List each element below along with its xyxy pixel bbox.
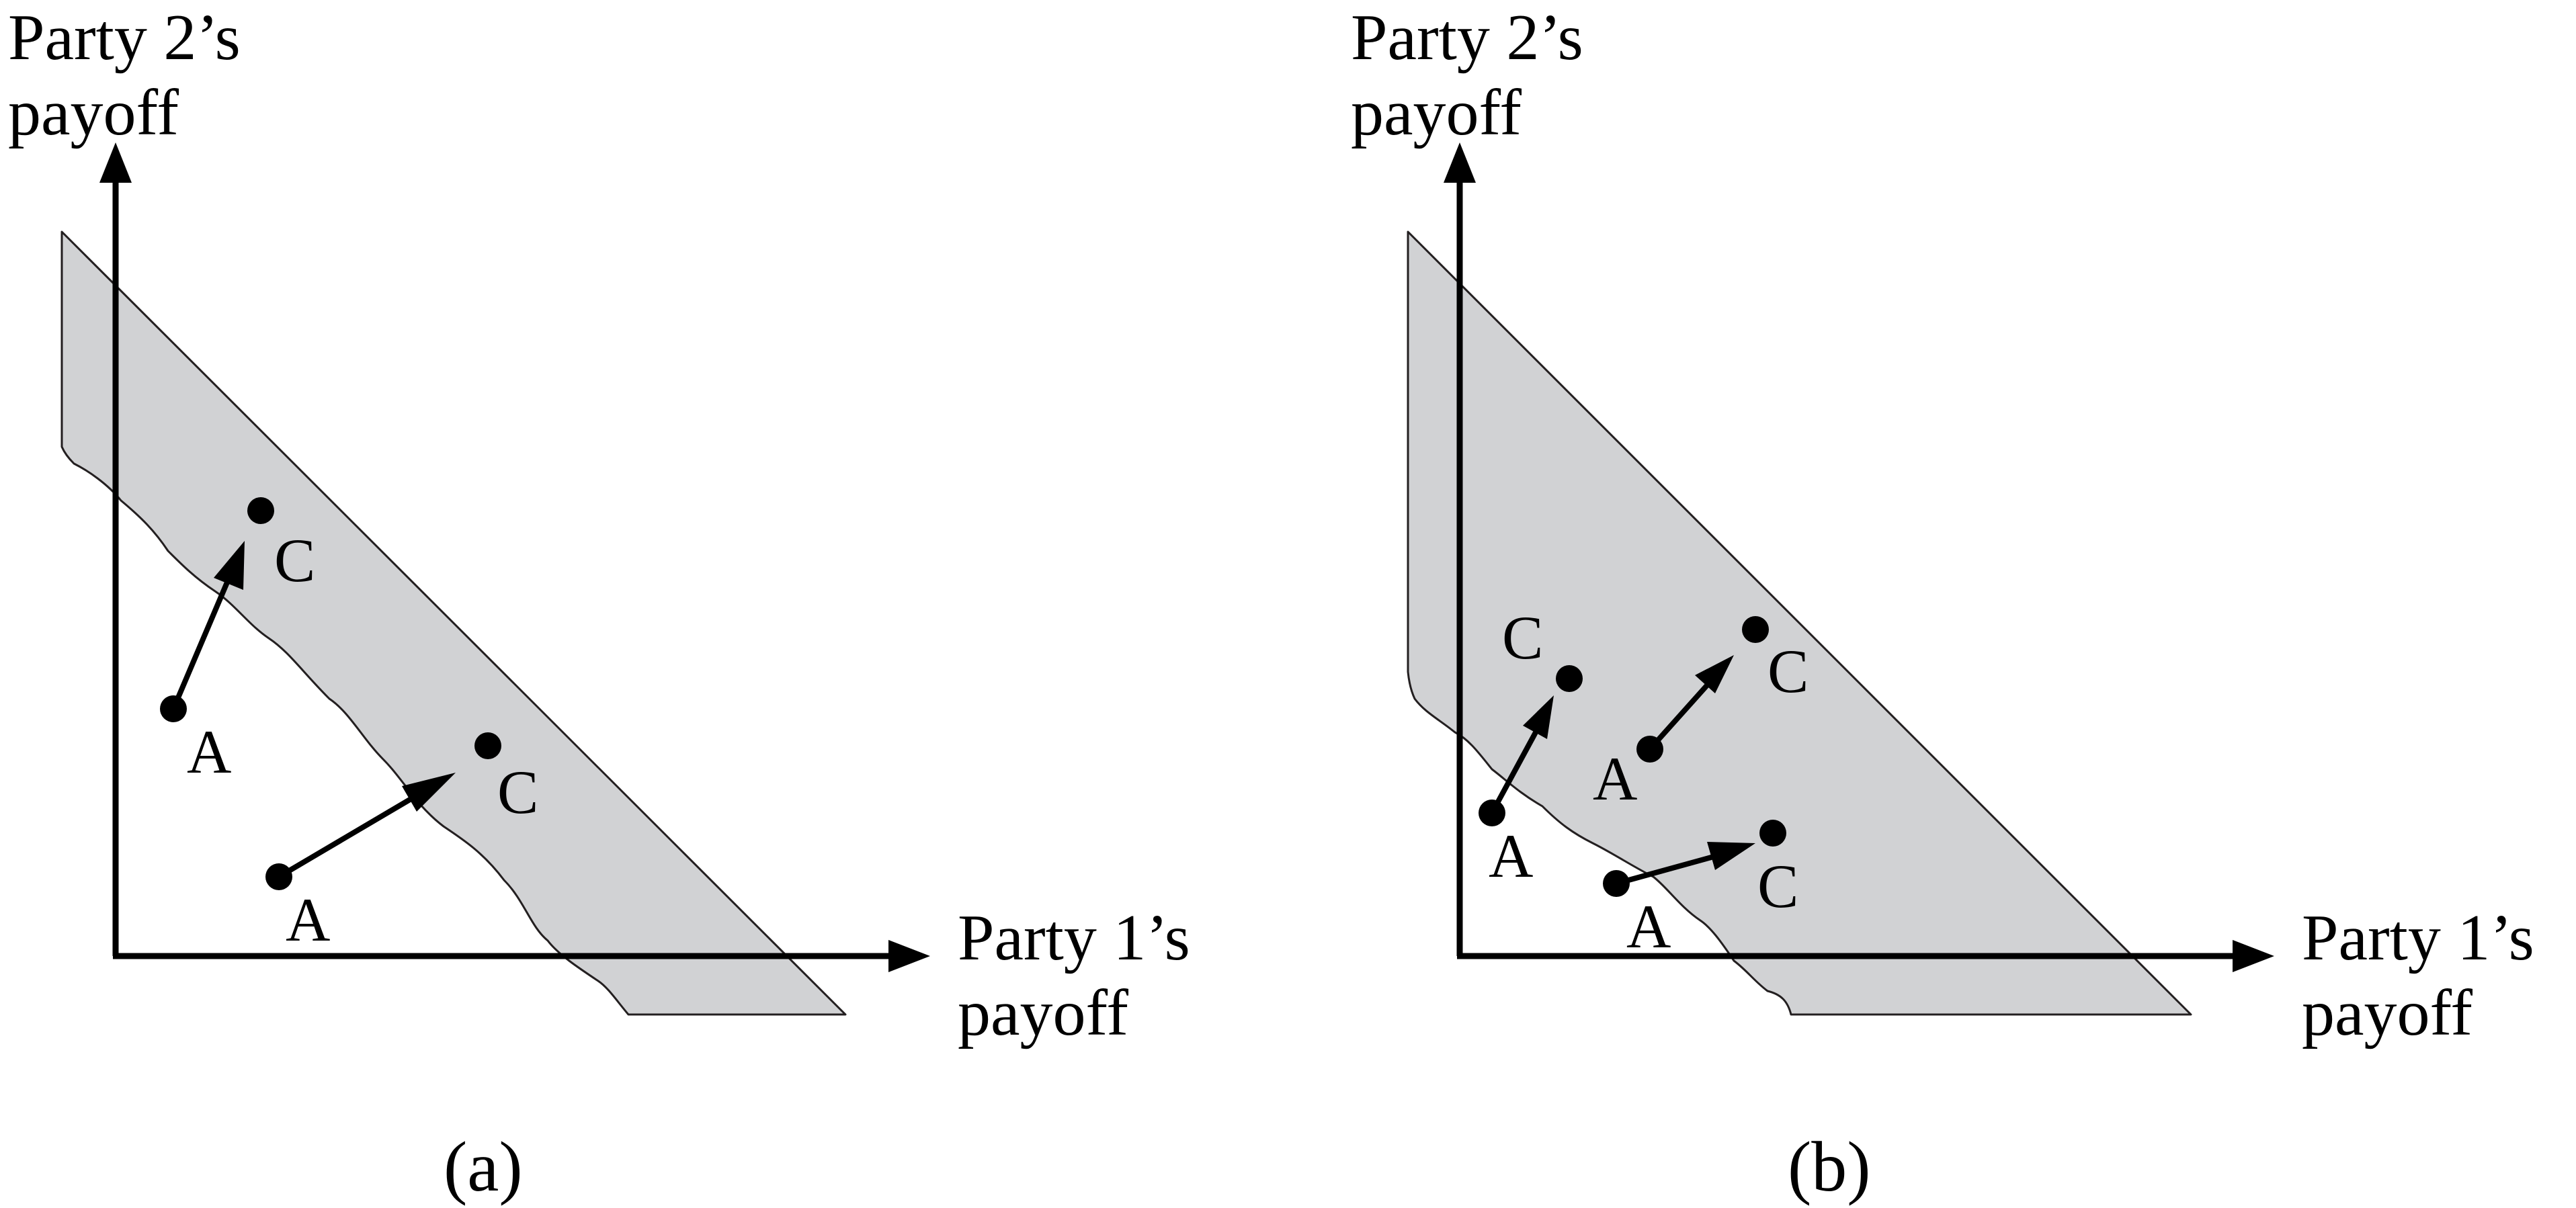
panel-a-x-axis-label-line1: Party 1’s — [958, 902, 1190, 974]
panel-b-move-3-point-c — [1759, 820, 1786, 847]
panel-a: Party 2’s payoff Party 1’s payoff A C A … — [8, 1, 1190, 1206]
panel-a-y-axis-label-line2: payoff — [8, 77, 179, 149]
panel-a-move-1-label-a: A — [187, 718, 231, 786]
panel-b-move-3-arrow — [1615, 854, 1715, 886]
panel-b-x-axis-label-line2: payoff — [2302, 977, 2473, 1049]
panel-b-move-3-arrowhead — [1707, 842, 1755, 870]
panel-a-feasible-region — [60, 230, 847, 1016]
panel-a-move-2-label-c: C — [497, 758, 538, 826]
panel-a-move-2-arrow — [277, 797, 412, 879]
panel-b-move-2-label-c: C — [1768, 637, 1809, 705]
panel-b-move-2: A C — [1593, 616, 1809, 813]
panel-a-caption: (a) — [444, 1127, 523, 1206]
panel-b-move-3-label-c: C — [1757, 852, 1798, 920]
panel-b-y-axis-arrowhead — [1444, 142, 1476, 183]
panel-b-feasible-region — [1407, 230, 2192, 1016]
panel-b-move-1-point-c — [1556, 665, 1583, 692]
panel-b-move-1-label-c: C — [1502, 603, 1543, 672]
panel-b-move-2-arrowhead — [1695, 655, 1734, 693]
panel-b-move-2-arrow — [1648, 683, 1709, 751]
panel-b-caption: (b) — [1788, 1127, 1871, 1206]
panel-a-y-axis-label-line1: Party 2’s — [8, 1, 241, 74]
panel-a-move-1-point-c — [247, 497, 274, 524]
panel-a-move-1-arrow — [171, 578, 231, 710]
panel-b-move-1-arrow — [1489, 731, 1538, 814]
panel-b-x-axis-arrowhead — [2233, 940, 2274, 972]
panel-b-move-1-arrowhead — [1523, 695, 1554, 739]
panel-b-move-2-label-a: A — [1593, 744, 1637, 813]
panel-a-move-2-point-a — [265, 863, 292, 890]
panel-b: Party 2’s payoff Party 1’s payoff A C A … — [1351, 1, 2534, 1206]
panel-b-x-axis-label-line1: Party 1’s — [2302, 902, 2534, 974]
panel-a-move-1-point-a — [160, 695, 187, 722]
panel-a-move-2-label-a: A — [286, 886, 330, 954]
panel-a-x-axis-label-line2: payoff — [958, 977, 1128, 1049]
panel-b-move-3-point-a — [1603, 870, 1630, 897]
panel-b-y-axis-label-line2: payoff — [1351, 77, 1522, 149]
panel-a-move-2-point-c — [474, 732, 501, 759]
panel-a-y-axis-arrowhead — [99, 142, 132, 183]
panel-b-move-1-point-a — [1479, 800, 1505, 826]
panel-b-y-axis-label-line1: Party 2’s — [1351, 1, 1583, 74]
panel-a-move-2-arrowhead — [402, 773, 456, 812]
panel-a-move-2: A C — [265, 732, 538, 954]
panel-a-move-1-arrowhead — [214, 541, 245, 590]
panel-b-move-1: A C — [1479, 603, 1583, 890]
panel-b-move-2-point-a — [1636, 736, 1663, 763]
panel-b-move-1-label-a: A — [1489, 822, 1533, 890]
panel-a-x-axis-arrowhead — [888, 940, 930, 972]
panel-b-move-3: A C — [1603, 820, 1798, 961]
panel-a-move-1-label-c: C — [274, 526, 315, 595]
panel-a-move-1: A C — [160, 497, 315, 786]
panel-b-move-2-point-c — [1742, 616, 1769, 643]
panel-b-move-3-label-a: A — [1626, 892, 1671, 961]
